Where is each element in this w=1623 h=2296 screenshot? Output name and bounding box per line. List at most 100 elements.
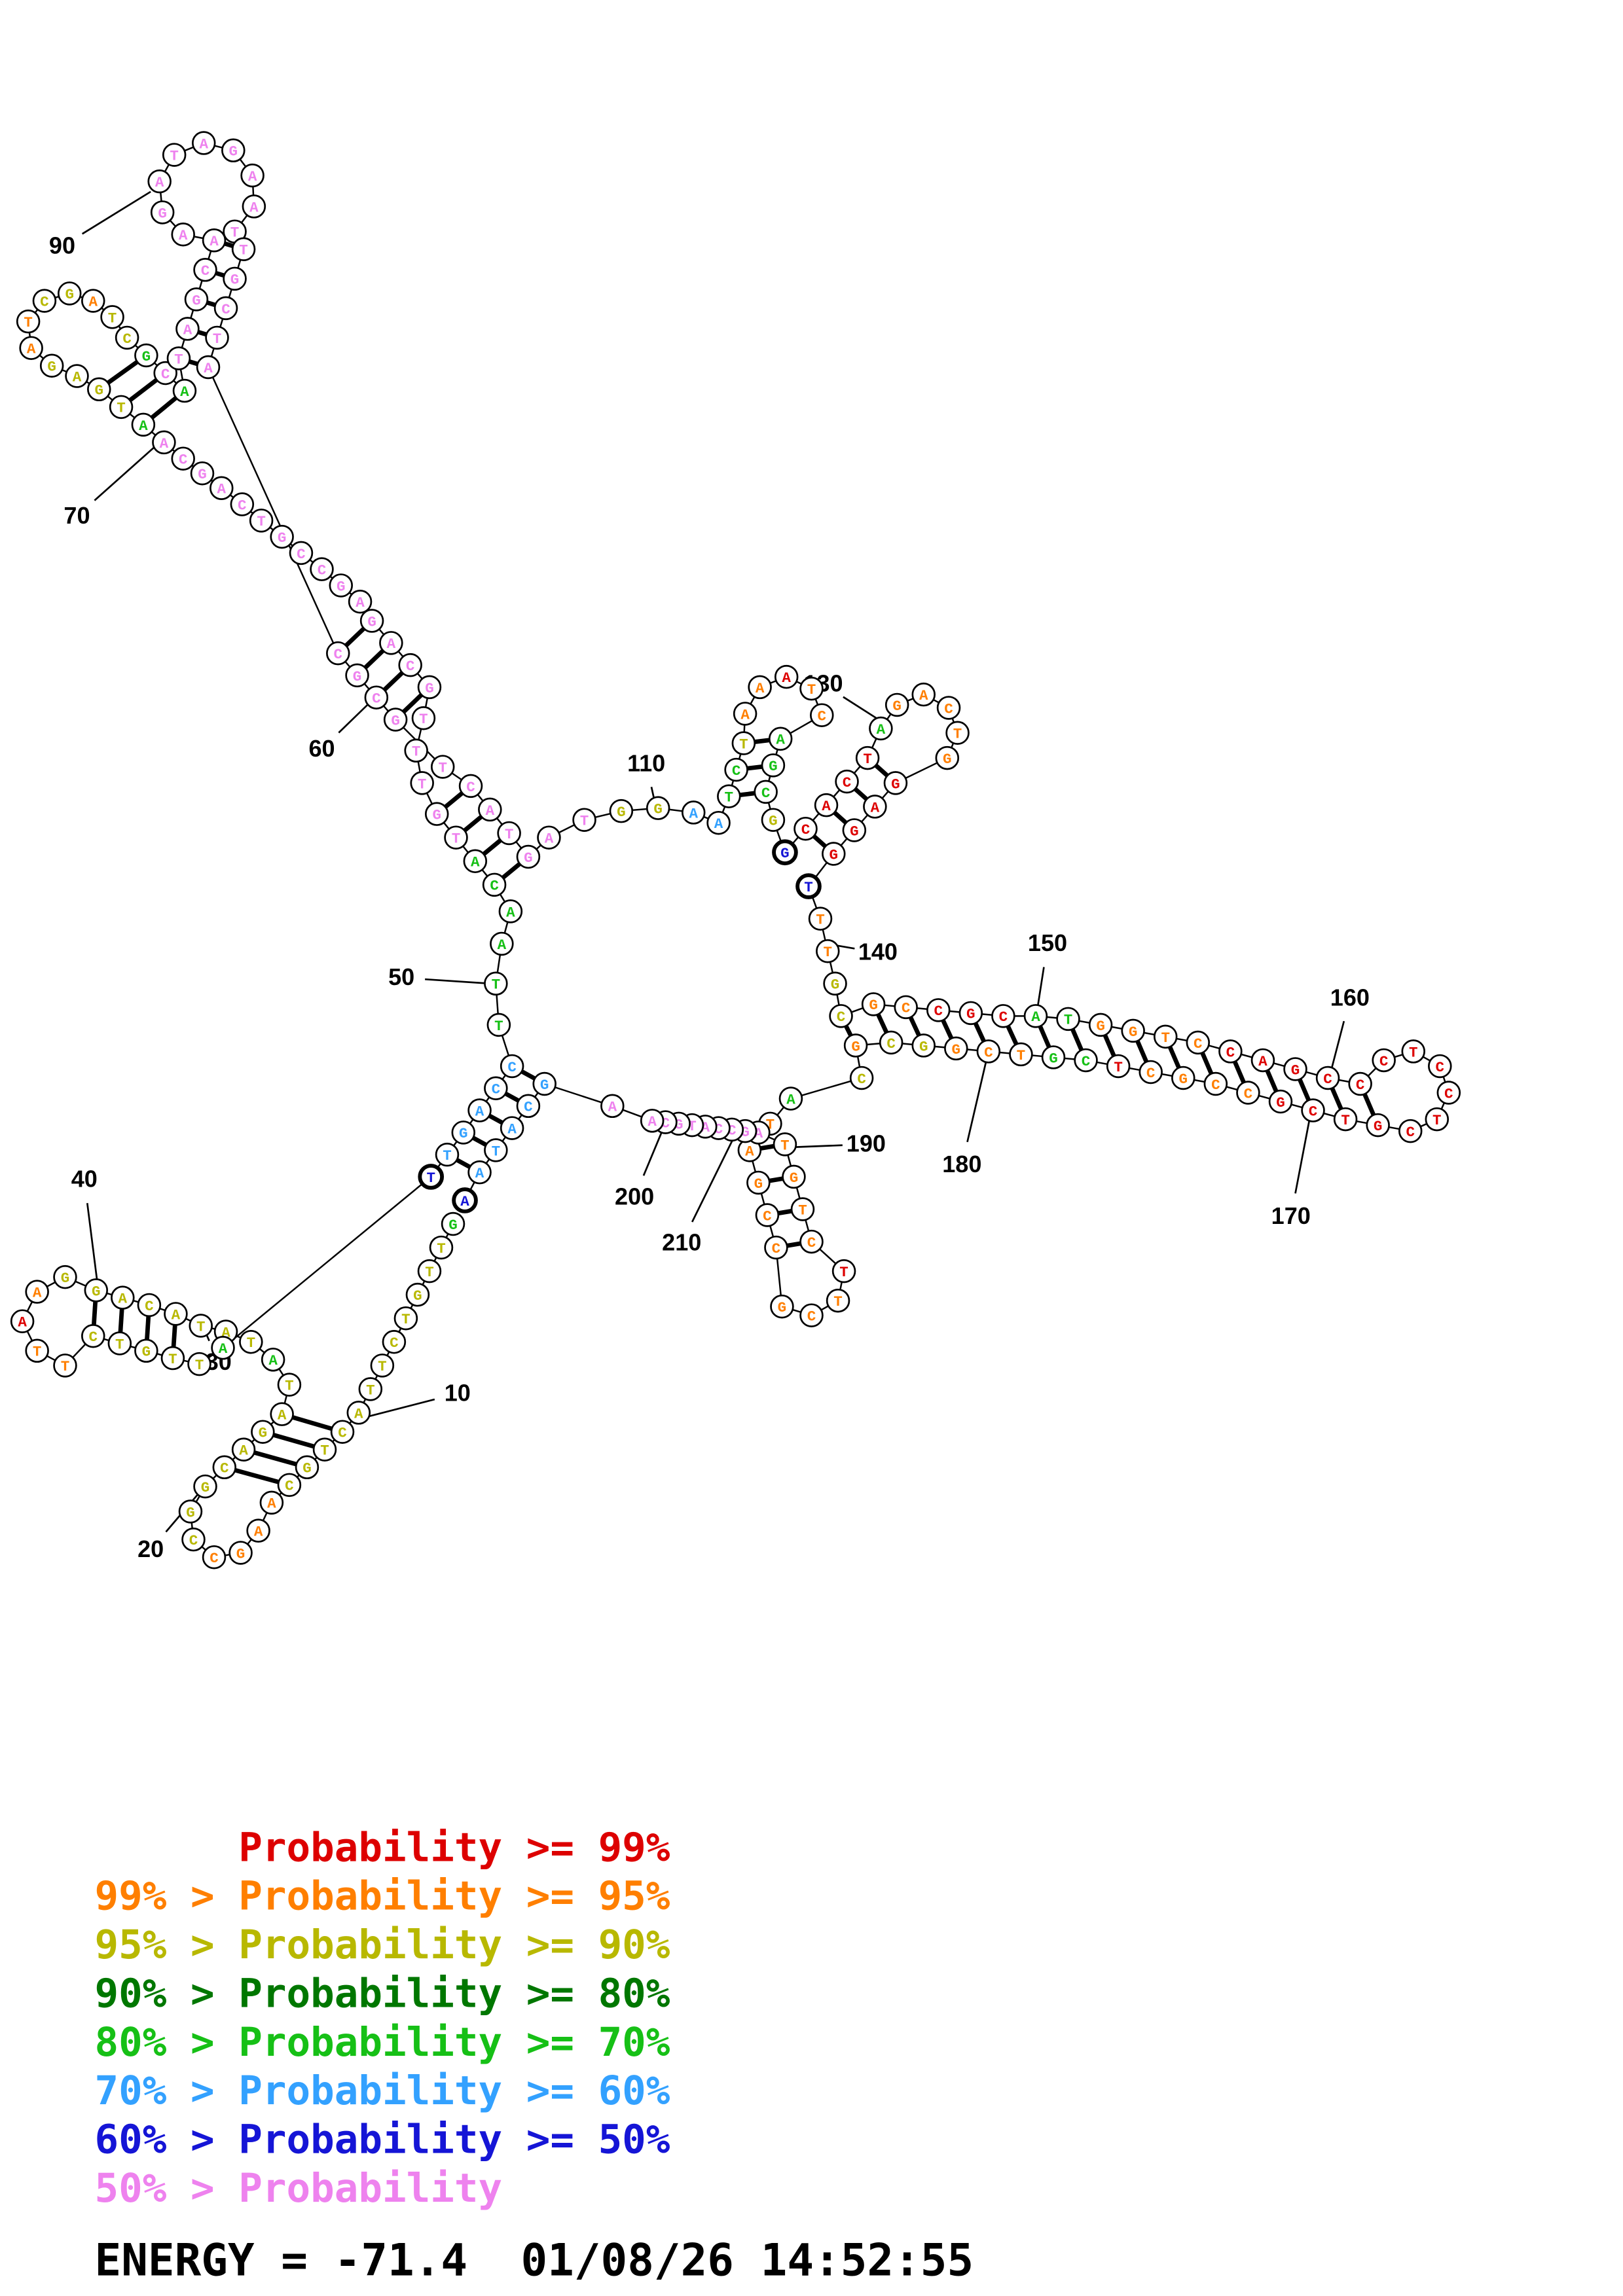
nucleotide-letter: T <box>804 879 813 896</box>
nucleotide-circle <box>826 1288 850 1313</box>
nucleotide-letter: C <box>334 646 343 663</box>
nucleotide-circle <box>717 784 741 808</box>
nucleotide-circle <box>379 631 403 655</box>
nucleotide-letter: A <box>871 799 880 816</box>
nucleotide-letter: G <box>891 776 900 793</box>
nucleotide-letter: C <box>40 294 49 311</box>
nucleotide-circle <box>202 228 227 253</box>
nucleotide-circle <box>772 839 798 866</box>
nucleotide-letter: C <box>507 1059 517 1076</box>
nucleotide-circle <box>822 842 846 866</box>
nucleotide-letter: A <box>18 1314 27 1331</box>
nucleotide-letter: G <box>869 997 878 1014</box>
nucleotide-circle <box>150 200 175 224</box>
nucleotide-circle <box>482 872 507 897</box>
nucleotide-circle <box>435 1142 460 1167</box>
nucleotide-circle <box>1301 1098 1325 1122</box>
nucleotide-circle <box>537 825 561 850</box>
nucleotide-letter: G <box>1049 1050 1058 1067</box>
nucleotide-circle <box>731 731 756 755</box>
nucleotide-letter: C <box>89 1329 98 1346</box>
nucleotide-letter: G <box>459 1125 468 1142</box>
nucleotide-letter: G <box>186 1504 195 1521</box>
nucleotide-letter: A <box>356 594 365 611</box>
label-leader-line <box>86 1203 99 1285</box>
nucleotide-letter: C <box>1226 1044 1235 1061</box>
nucleotide-letter: A <box>278 1407 287 1424</box>
nucleotide-letter: T <box>739 736 748 753</box>
nucleotide-circle <box>768 726 793 751</box>
nucleotide-circle <box>191 131 216 155</box>
nucleotide-letter: C <box>944 700 953 717</box>
nucleotide-letter: C <box>1356 1077 1365 1094</box>
backbone-segment <box>207 367 339 654</box>
nucleotide-letter: T <box>230 224 240 242</box>
nucleotide-circle <box>111 1285 135 1310</box>
nucleotide-circle <box>458 774 483 798</box>
nucleotide-letter: A <box>219 1340 228 1357</box>
nucleotide-letter: A <box>387 636 396 653</box>
nucleotide-circle <box>782 1164 806 1189</box>
position-label: 150 <box>1028 929 1067 956</box>
nucleotide-letter: T <box>425 1264 434 1281</box>
nucleotide-circle <box>295 1455 319 1480</box>
nucleotide-circle <box>228 1541 253 1565</box>
nucleotide-letter: G <box>142 1344 151 1361</box>
nucleotide-circle <box>706 810 731 835</box>
legend-line-below-50: 50% > Probability <box>95 2166 503 2212</box>
label-leader-line <box>1294 1116 1311 1194</box>
nucleotide-letter: G <box>337 578 346 595</box>
nucleotide-letter: A <box>647 1113 657 1130</box>
nucleotide-letter: C <box>122 331 132 348</box>
nucleotide-circle <box>849 1066 874 1090</box>
nucleotide-letter: G <box>851 1038 860 1055</box>
nucleotide-circle <box>746 1170 771 1195</box>
nucleotide-letter: A <box>507 1121 517 1138</box>
nucleotide-circle <box>364 685 389 709</box>
nucleotide-circle <box>289 541 314 565</box>
nucleotide-letter: G <box>278 529 287 547</box>
nucleotide-letter: G <box>830 846 839 863</box>
nucleotide-circle <box>991 1004 1015 1028</box>
nucleotide-letter: A <box>249 199 259 216</box>
nucleotide-letter: T <box>196 1318 206 1335</box>
nucleotide-circle <box>532 1071 556 1096</box>
nucleotide-letter: C <box>902 1000 911 1017</box>
nucleotide-circle <box>484 1076 508 1101</box>
nucleotide-circle <box>823 971 847 996</box>
nucleotide-circle <box>795 873 822 899</box>
legend-line-80: 90% > Probability >= 80% <box>95 1971 670 2017</box>
nucleotide-letter: T <box>492 1143 501 1160</box>
nucleotide-letter: G <box>754 1175 763 1193</box>
nucleotide-letter: T <box>824 944 833 961</box>
nucleotide-circle <box>270 1402 294 1426</box>
label-leader-line <box>425 978 490 985</box>
nucleotide-circle <box>774 664 799 689</box>
nucleotide-letter: G <box>158 205 167 222</box>
nucleotide-circle <box>944 1036 968 1061</box>
nucleotide-circle <box>393 1306 418 1331</box>
nucleotide-letter: T <box>1409 1044 1418 1061</box>
nucleotide-circle <box>1056 1007 1080 1031</box>
legend-line-90: 95% > Probability >= 90% <box>95 1922 670 1968</box>
nucleotide-letter: C <box>390 1335 399 1352</box>
nucleotide-circle <box>1425 1107 1450 1132</box>
nucleotide-letter: T <box>419 711 428 728</box>
nucleotide-letter: A <box>471 854 480 871</box>
nucleotide-letter: T <box>239 242 248 259</box>
nucleotide-letter: C <box>886 1035 896 1052</box>
nucleotide-circle <box>863 795 887 819</box>
nucleotide-circle <box>25 1280 49 1304</box>
nucleotide-letter: T <box>863 751 872 768</box>
nucleotide-letter: C <box>492 1081 501 1098</box>
nucleotide-circle <box>490 931 514 956</box>
nucleotide-circle <box>1121 1018 1145 1043</box>
nucleotide-letter: G <box>230 272 240 289</box>
nucleotide-letter: C <box>772 1240 781 1257</box>
nucleotide-circle <box>463 849 488 874</box>
nucleotide-letter: C <box>807 1234 816 1251</box>
nucleotide-circle <box>936 696 961 720</box>
nucleotide-letter: T <box>1161 1030 1170 1047</box>
nucleotide-circle <box>883 771 908 795</box>
